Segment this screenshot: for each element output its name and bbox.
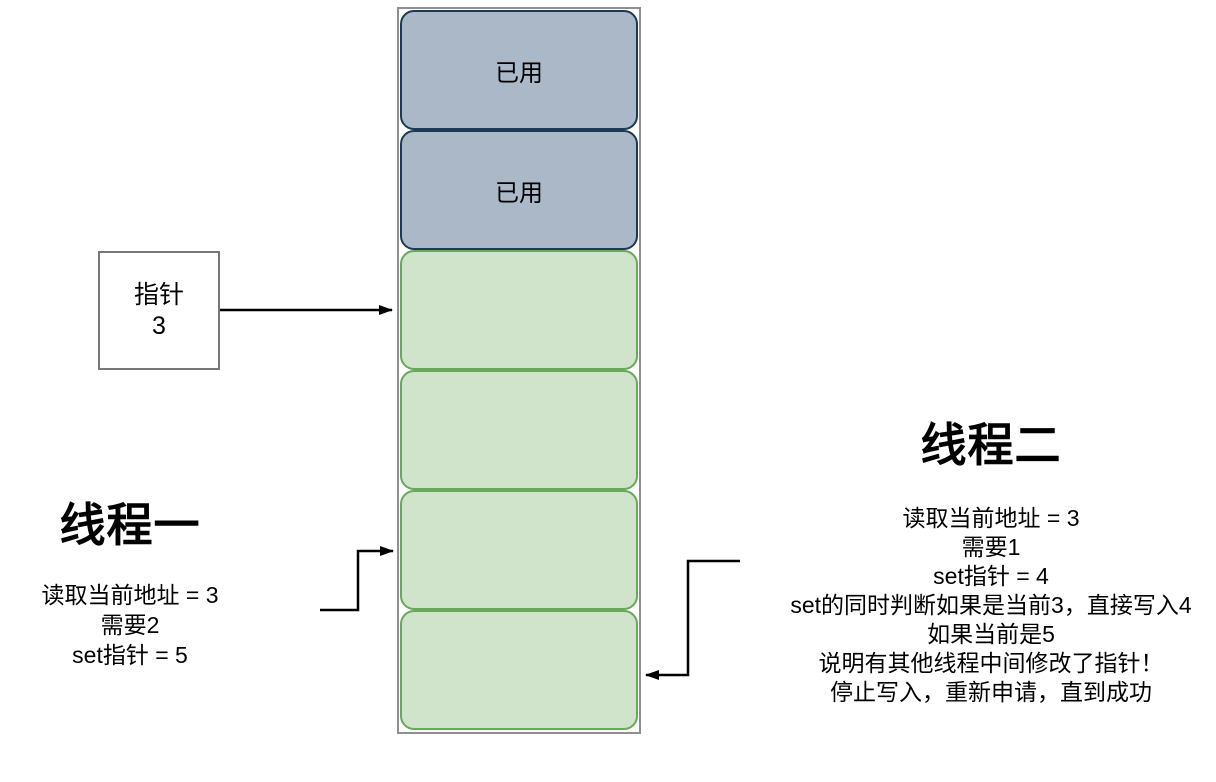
note-line: 说明有其他线程中间修改了指针！ [818,650,1164,676]
thread-two-arrow [645,559,740,680]
note-line: 读取当前地址 = 3 [41,582,219,608]
note-line: set的同时判断如果是当前3，直接写入4 [790,592,1192,618]
memory-block-used-1: 已用 [400,10,638,130]
memory-block-free-4 [400,610,638,730]
pointer-label: 指针 [133,280,184,309]
pointer-value: 3 [152,311,166,340]
memory-block-used-2: 已用 [400,130,638,250]
note-line: set指针 = 5 [72,642,188,668]
thread-one-notes: 读取当前地址 = 3 需要2 set指针 = 5 [15,580,245,670]
memory-block-free-1 [400,250,638,370]
thread-one-title: 线程一 [59,499,201,551]
note-line: set指针 = 4 [933,563,1049,589]
thread-two-annotation: 线程二 读取当前地址 = 3 需要1 set指针 = 4 set的同时判断如果是… [768,416,1214,707]
note-line: 需要2 [100,612,160,638]
memory-block-free-2 [400,370,638,490]
block-label: 已用 [495,59,543,87]
note-line: 如果当前是5 [927,621,1055,647]
thread-one-arrow [320,546,394,612]
thread-two-notes: 读取当前地址 = 3 需要1 set指针 = 4 set的同时判断如果是当前3，… [768,504,1214,707]
note-line: 停止写入，重新申请，直到成功 [830,679,1152,705]
note-line: 需要1 [961,534,1021,560]
pointer-box: 指针 3 [98,251,220,370]
thread-two-title: 线程二 [920,419,1062,471]
block-label: 已用 [495,179,543,207]
note-line: 读取当前地址 = 3 [902,505,1080,531]
memory-block-free-3 [400,490,638,610]
thread-one-annotation: 线程一 读取当前地址 = 3 需要2 set指针 = 5 [15,496,245,670]
